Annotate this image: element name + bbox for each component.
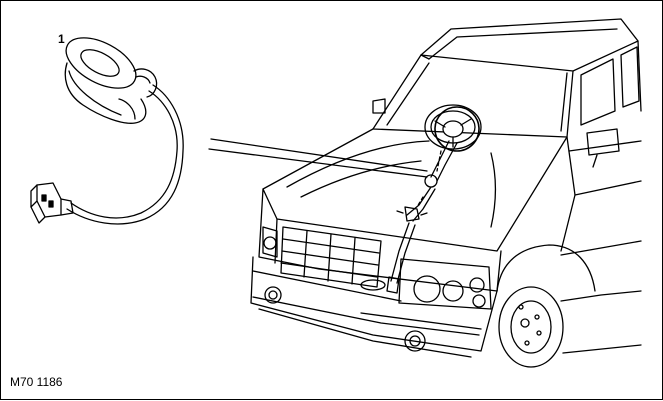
rotary-coupler-icon [64,37,158,124]
callout-number-1: 1 [58,32,65,46]
figure-reference-code: M70 1186 [10,375,63,389]
connector-plug-icon [30,84,184,225]
vehicle-icon [250,18,642,368]
leader-line-lower [208,148,428,178]
steering-column [386,140,458,294]
leader-line-upper [210,138,428,172]
steering-wheel-icon [424,104,482,152]
